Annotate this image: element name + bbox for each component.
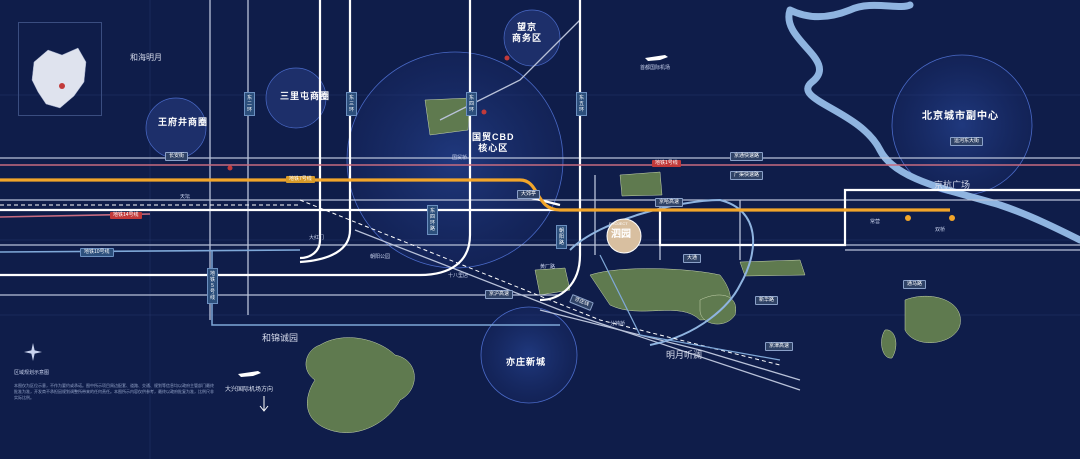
- place-guomao: 国贸桥: [452, 155, 468, 161]
- district-tongzhou: 北京城市副中心: [922, 111, 999, 122]
- metro-yizhuang: [599, 254, 781, 361]
- metro-line1-tag: 地铁1号线: [652, 160, 681, 167]
- note-title: 区域规划示意图: [14, 370, 50, 376]
- place-huangshan: 黄厂路: [540, 264, 556, 270]
- sanlitun-circle: [265, 67, 327, 129]
- place-dahongmen: 大红门: [309, 235, 325, 241]
- place-chaoyang-park: 朝阳公园: [370, 254, 391, 260]
- project-main-marker: [606, 218, 642, 254]
- road-chaoyang-tag: 朝阳路: [556, 225, 567, 249]
- metro-line14-tag: 地铁14号线: [110, 212, 142, 219]
- disclaimer-text: 本图仅为区位示意，不作为要约或承诺。图中所示项目周边配套、道路、交通、规划等信息…: [14, 383, 214, 400]
- place-shibalidian: 十八里店: [448, 273, 469, 279]
- brand-hehai: 和海明月: [130, 53, 162, 62]
- road-east5-tag: 东五环: [576, 92, 587, 116]
- arrow-down-icon: [259, 396, 269, 412]
- road-east4-tag: 东四环: [466, 92, 477, 116]
- road-tongma-tag: 通马路: [903, 280, 927, 289]
- place-shuangqiao: 双桥: [935, 227, 946, 233]
- place-shoudu: 首都国际机场: [640, 65, 671, 71]
- road-jingjin-tag: 京津高速: [765, 342, 794, 351]
- railway: [299, 199, 781, 366]
- district-sanlitun: 三里屯商圈: [280, 91, 331, 101]
- metro-line7-tag: 地铁7号线: [286, 176, 315, 183]
- road-jingha-tag: 京哈高速: [655, 198, 684, 207]
- parks: [305, 97, 961, 433]
- project-main-sub: PROJECT: [609, 221, 628, 226]
- road-guangqu-tag: 广渠快速路: [730, 171, 764, 180]
- wangfujing-circle: [145, 97, 207, 159]
- road-xinhua-tag: 新华路: [755, 296, 779, 305]
- yizhuang-circle: [480, 306, 578, 404]
- cbd-circle: [346, 51, 564, 269]
- metro-line5-tag: 地铁5号线: [207, 268, 218, 304]
- road-dajiao-tag: 大郊亭: [517, 190, 541, 199]
- district-cbd: 国贸CBD 核心区: [472, 132, 515, 153]
- beijing-minimap: [31, 47, 87, 109]
- compass-icon: [24, 343, 42, 361]
- river: [785, 1, 1080, 244]
- district-wangjing: 望京 商务区: [512, 22, 543, 43]
- metro-line-10: [0, 249, 301, 253]
- road-datong-tag: 大通: [683, 254, 702, 263]
- road-east3-tag: 东三环: [346, 92, 357, 116]
- district-wangfujing: 王府井商圈: [158, 117, 209, 127]
- metro-line10-tag: 地铁10号线: [80, 248, 114, 257]
- tonghui-river: [569, 198, 755, 346]
- road-jingtong-tag: 京通快速路: [730, 152, 764, 161]
- road-changan-tag: 长安街: [165, 152, 189, 161]
- minimap-dot: [59, 83, 65, 89]
- district-yizhuang: 亦庄新城: [506, 357, 547, 367]
- road-dongsihuan-tag: 东四环路: [427, 205, 438, 235]
- brand-hejing: 和锦诚园: [262, 333, 299, 343]
- place-fenzhong: 分钟桥: [610, 321, 626, 327]
- airplane-icon: [238, 55, 668, 377]
- pin-icons: [227, 55, 510, 171]
- brand-jinghang: 京杭广场: [934, 180, 971, 190]
- brand-mingyue: 明月听澜: [666, 350, 703, 360]
- wangjing-circle: [503, 9, 561, 67]
- road-jinghu-tag: 京沪高速: [485, 290, 514, 299]
- minimap-frame: [18, 22, 102, 116]
- road-yunhe-tag: 运河东大街: [950, 137, 984, 146]
- orange-stations: [905, 215, 955, 221]
- project-main-label: 泗园: [611, 229, 631, 240]
- place-temple: 天坛: [180, 194, 191, 200]
- place-changying: 常营: [870, 219, 881, 225]
- road-east2-tag: 东二环: [244, 92, 255, 116]
- daxing-direction: 大兴国际机场方向: [225, 387, 274, 393]
